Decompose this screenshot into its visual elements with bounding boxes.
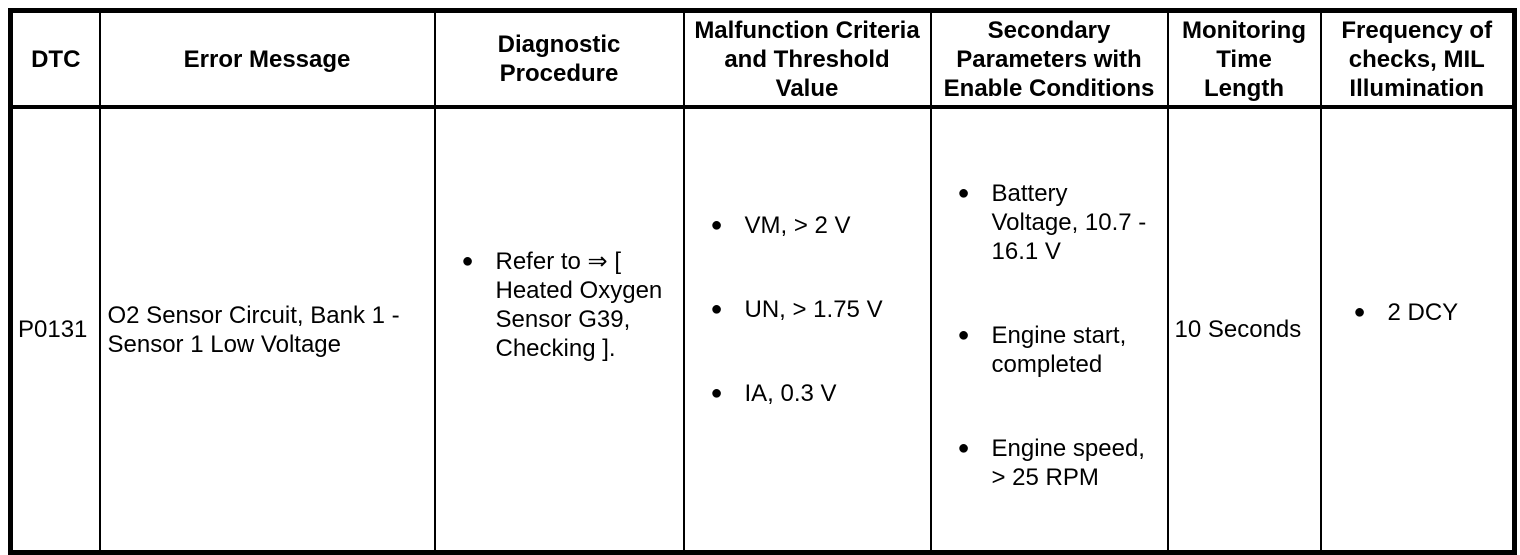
- column-header-malfunction-criteria: Malfunction Criteria and Threshold Value: [682, 9, 932, 109]
- error-message-cell: O2 Sensor Circuit, Bank 1 - Sensor 1 Low…: [98, 106, 436, 554]
- column-header-diagnostic-procedure: Diagnostic Procedure: [433, 9, 685, 109]
- frequency-checks-cell: ● 2 DCY: [1319, 106, 1516, 554]
- list-item: ● Engine start, completed: [957, 321, 1166, 379]
- malfunction-criterion-text: VM, > 2 V: [744, 212, 851, 239]
- bullet-icon: ●: [710, 382, 723, 404]
- malfunction-criterion-text: IA, 0.3 V: [744, 380, 837, 407]
- list-item: ● UN, > 1.75 V: [710, 295, 929, 324]
- list-item: ● IA, 0.3 V: [710, 379, 929, 408]
- column-header-secondary-parameters: Secondary Parameters with Enable Conditi…: [929, 9, 1169, 109]
- monitoring-time-cell: 10 Seconds: [1166, 106, 1322, 554]
- list-item: ● VM, > 2 V: [710, 211, 929, 240]
- bullet-icon: ●: [710, 298, 723, 320]
- frequency-checks-list: ● 2 DCY: [1323, 269, 1513, 356]
- malfunction-criteria-cell: ● VM, > 2 V ● UN, > 1.75 V ● IA, 0.3 V: [682, 106, 932, 554]
- list-item: ● Refer to ⇒ [ Heated Oxygen Sensor G39,…: [461, 247, 682, 363]
- diagnostic-procedure-text: Refer to ⇒ [ Heated Oxygen Sensor G39, C…: [495, 247, 663, 362]
- list-item: ● Battery Voltage, 10.7 - 16.1 V: [957, 179, 1166, 266]
- diagnostic-procedure-cell: ● Refer to ⇒ [ Heated Oxygen Sensor G39,…: [433, 106, 685, 554]
- bullet-icon: ●: [957, 437, 970, 459]
- column-header-frequency-checks: Frequency of checks, MIL Illumination: [1319, 9, 1516, 109]
- secondary-parameters-list: ● Battery Voltage, 10.7 - 16.1 V ● Engin…: [933, 150, 1166, 521]
- dtc-code-cell: P0131: [9, 106, 101, 554]
- column-header-error-message: Error Message: [98, 9, 436, 109]
- secondary-parameter-text: Engine start, completed: [991, 322, 1127, 378]
- malfunction-criterion-text: UN, > 1.75 V: [744, 296, 883, 323]
- malfunction-criteria-list: ● VM, > 2 V ● UN, > 1.75 V ● IA, 0.3 V: [686, 182, 929, 437]
- bullet-icon: ●: [957, 324, 970, 346]
- secondary-parameter-text: Battery Voltage, 10.7 - 16.1 V: [991, 180, 1147, 265]
- column-header-monitoring-time: Monitoring Time Length: [1166, 9, 1322, 109]
- secondary-parameter-text: Engine speed, > 25 RPM: [991, 435, 1145, 491]
- list-item: ● Engine speed, > 25 RPM: [957, 434, 1166, 492]
- bullet-icon: ●: [957, 182, 970, 204]
- list-item: ● 2 DCY: [1354, 298, 1513, 327]
- bullet-icon: ●: [461, 249, 474, 272]
- column-header-dtc: DTC: [9, 9, 101, 109]
- table-row-p0131: P0131 O2 Sensor Circuit, Bank 1 - Sensor…: [9, 106, 1516, 554]
- bullet-icon: ●: [710, 214, 723, 236]
- table-header-row: DTC Error Message Diagnostic Procedure M…: [9, 9, 1516, 109]
- dtc-diagnostic-table: DTC Error Message Diagnostic Procedure M…: [8, 8, 1517, 555]
- frequency-checks-text: 2 DCY: [1387, 299, 1459, 326]
- secondary-parameters-cell: ● Battery Voltage, 10.7 - 16.1 V ● Engin…: [929, 106, 1169, 554]
- diagnostic-procedure-list: ● Refer to ⇒ [ Heated Oxygen Sensor G39,…: [437, 218, 682, 392]
- bullet-icon: ●: [1353, 301, 1366, 323]
